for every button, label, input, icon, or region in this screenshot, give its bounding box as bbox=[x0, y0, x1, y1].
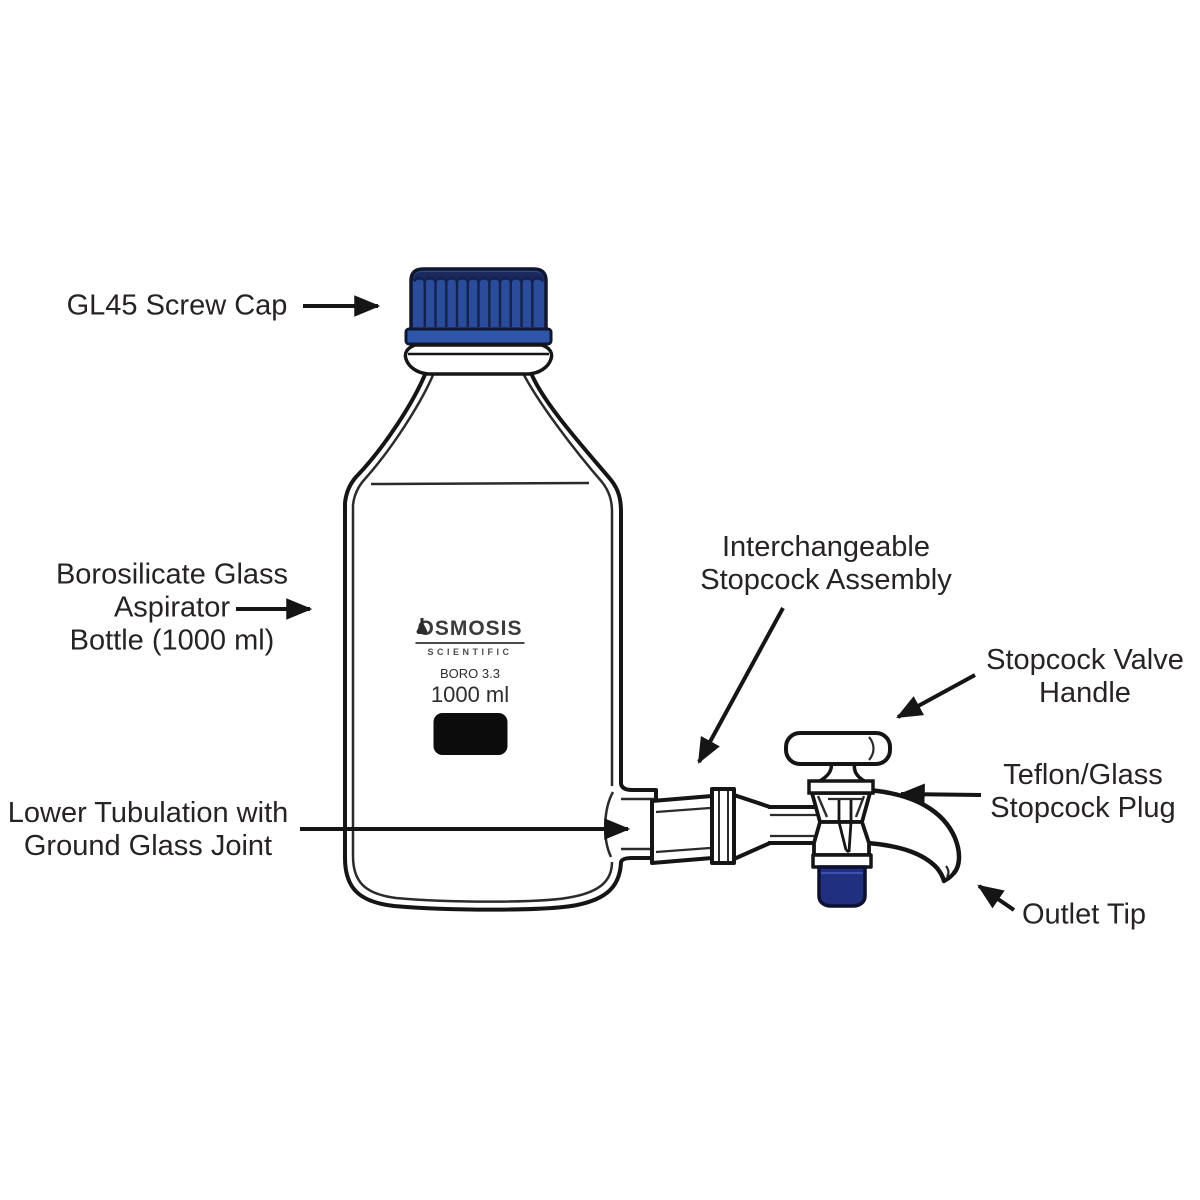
plug-cone-lines bbox=[837, 821, 853, 854]
label-line: Borosilicate Glass bbox=[55, 558, 289, 591]
arrow-stopcock-plug bbox=[898, 783, 982, 806]
label-line: Teflon/Glass bbox=[1003, 759, 1163, 791]
label-line: Bottle (1000 ml) bbox=[69, 624, 275, 657]
label-line: Lower Tubulation with bbox=[7, 797, 289, 829]
bottle-outline bbox=[343, 370, 658, 912]
cap-rib-lines bbox=[423, 281, 534, 327]
cap-top-band bbox=[413, 272, 544, 280]
plug-shaft-lines bbox=[837, 800, 853, 822]
label-line: Ground Glass Joint bbox=[23, 830, 273, 862]
label-line: Stopcock Plug bbox=[990, 792, 1176, 824]
label-line: GL45 Screw Cap bbox=[66, 289, 288, 322]
joint-ring-band bbox=[710, 787, 736, 865]
valve-body-upper bbox=[810, 791, 872, 824]
label-gl45-screw-cap: GL45 Screw Cap bbox=[67, 290, 288, 323]
graduation-line bbox=[370, 481, 590, 486]
bottle-printed-markings: OSMOSIS SCIENTIFIC BORO 3.3 1000 ml bbox=[415, 617, 525, 755]
label-lower-tubulation: Lower Tubulation with Ground Glass Joint bbox=[8, 797, 289, 863]
bottle-body bbox=[343, 370, 658, 912]
callout-arrows bbox=[236, 295, 1016, 912]
cap-skirt bbox=[404, 327, 553, 346]
valve-bottom-collar bbox=[811, 853, 873, 869]
label-line: Stopcock Valve bbox=[986, 644, 1184, 676]
label-line: Handle bbox=[1039, 677, 1131, 709]
spout-tip-edge bbox=[942, 871, 956, 883]
joint-socket bbox=[650, 794, 714, 865]
brand-row: OSMOSIS bbox=[415, 617, 525, 644]
material-marking: BORO 3.3 bbox=[440, 666, 500, 681]
flask-icon bbox=[416, 618, 428, 634]
label-valve-handle: Stopcock Valve Handle bbox=[986, 644, 1184, 710]
label-stopcock-plug: Teflon/Glass Stopcock Plug bbox=[990, 759, 1175, 825]
brand-name: OSMOSIS bbox=[417, 617, 523, 640]
valve-collar-plate bbox=[807, 779, 875, 795]
ground-glass-joint bbox=[650, 787, 846, 865]
label-outlet-tip: Outlet Tip bbox=[1022, 899, 1146, 932]
cap-rib-arches bbox=[413, 276, 544, 283]
label-line: Stopcock Assembly bbox=[700, 564, 952, 596]
label-line: Interchangeable bbox=[721, 531, 930, 563]
arrow-valve-handle bbox=[896, 673, 976, 719]
tubulation-stub-lines bbox=[621, 797, 655, 851]
label-stopcock-assembly: Interchangeable Stopcock Assembly bbox=[700, 531, 951, 597]
neck-ring-shape bbox=[403, 343, 554, 376]
capacity-marking: 1000 ml bbox=[430, 682, 510, 707]
outlet-spout bbox=[865, 787, 962, 884]
brand-subtitle: SCIENTIFIC bbox=[427, 647, 513, 657]
arrow-outlet-tip bbox=[977, 884, 1016, 912]
arrow-stopcock-assembly bbox=[697, 607, 785, 764]
spout-top-curve bbox=[865, 787, 962, 876]
spout-bottom-curve bbox=[865, 840, 947, 884]
joint-cone bbox=[732, 793, 772, 861]
valve-handle-crossbar bbox=[784, 731, 892, 766]
label-borosilicate-bottle: Borosilicate Glass Aspirator Bottle (100… bbox=[56, 559, 288, 658]
bottle-neck-ring bbox=[403, 343, 554, 376]
bottle-label-block bbox=[433, 713, 507, 755]
retaining-nut bbox=[817, 865, 867, 908]
bottle-inner-wall bbox=[351, 374, 614, 903]
joint-ring-band-lines bbox=[718, 791, 729, 861]
label-line: Outlet Tip bbox=[1021, 898, 1147, 931]
crossbar-end-line bbox=[868, 736, 875, 761]
screw-cap bbox=[404, 267, 553, 346]
stopcock-plug-internals bbox=[828, 797, 864, 854]
spout-tip-inner-line bbox=[945, 865, 950, 878]
joint-socket-bore-lines bbox=[655, 806, 711, 854]
label-line: Aspirator bbox=[113, 591, 231, 624]
